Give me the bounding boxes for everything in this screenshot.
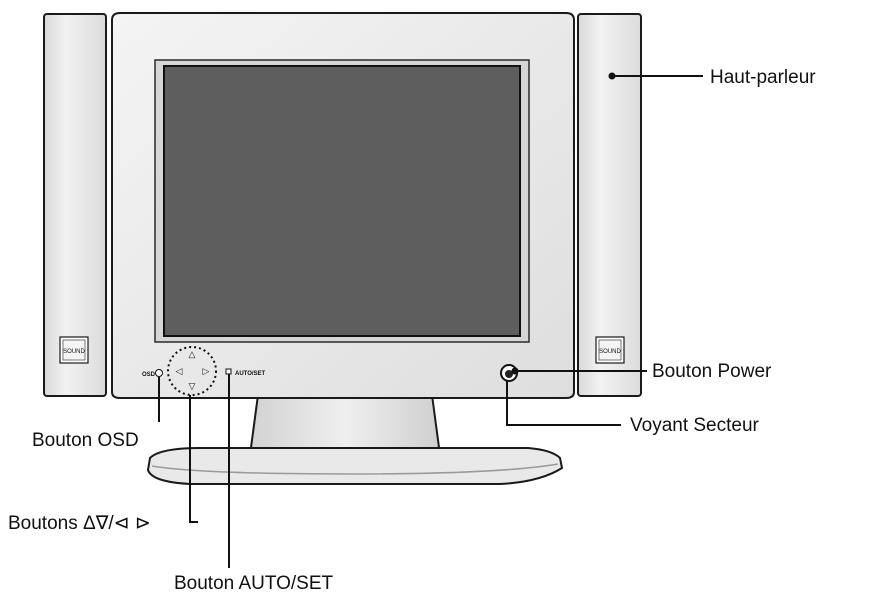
right-speaker: SOUND [577, 13, 642, 397]
auto-set-button-square[interactable] [225, 368, 232, 375]
left-arrow-icon[interactable]: ◁ [176, 366, 183, 376]
monitor-screen [163, 65, 521, 337]
callout-speaker: Haut-parleur [710, 67, 816, 88]
osd-button-dot[interactable] [155, 369, 163, 377]
callout-auto-set-button: Bouton AUTO/SET [174, 573, 334, 593]
callout-power-indicator: Voyant Secteur [630, 415, 760, 436]
right-arrow-icon[interactable]: ▷ [203, 366, 210, 376]
callout-arrow-buttons: Boutons Δ∇/⊲ ⊳ [8, 513, 151, 534]
callout-power-button: Bouton Power [652, 361, 772, 382]
auto-set-label: AUTO/SET [235, 371, 266, 377]
callout-osd-button: Bouton OSD [32, 430, 139, 451]
up-arrow-icon[interactable]: △ [189, 349, 196, 359]
stand-base [146, 447, 564, 485]
leader-lines [158, 75, 703, 568]
direction-pad: △ ▽ ◁ ▷ [167, 346, 217, 396]
osd-label: OSD [142, 372, 156, 378]
down-arrow-icon[interactable]: ▽ [189, 381, 196, 391]
osd-control: OSD [142, 369, 163, 378]
left-speaker: SOUND [43, 13, 107, 397]
sound-label-left: SOUND [63, 349, 85, 355]
leader-dots [511, 72, 616, 375]
stand-neck [248, 394, 442, 456]
sound-label-right: SOUND [599, 349, 621, 355]
